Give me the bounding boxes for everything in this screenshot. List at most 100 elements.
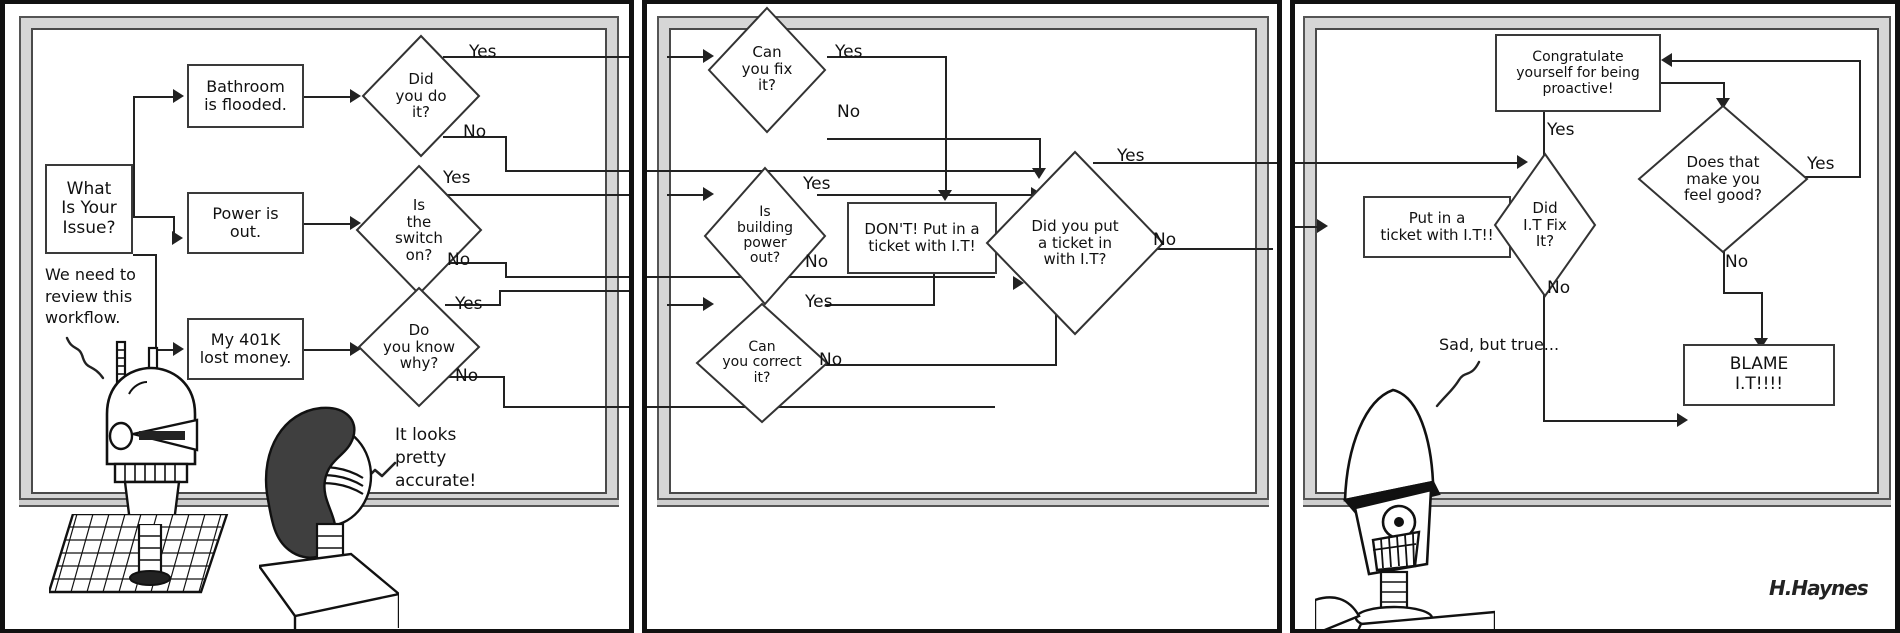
connector [443, 56, 629, 58]
edge-label-yes: Yes [455, 294, 483, 314]
arrowhead [703, 187, 714, 201]
diamond-shape [361, 34, 481, 158]
connector [133, 96, 135, 216]
character-robot-antenna [105, 340, 199, 532]
diamond-shape [1493, 152, 1597, 298]
connector [827, 138, 1041, 140]
connector [1799, 176, 1861, 178]
connector [933, 252, 935, 306]
edge-label-yes: Yes [1807, 154, 1835, 174]
connector [1039, 138, 1041, 174]
arrowhead [173, 89, 184, 103]
decision-can-you-fix-it[interactable]: Can you fix it? [707, 4, 827, 134]
connector [817, 276, 993, 278]
connector [503, 376, 505, 406]
connector [499, 290, 501, 306]
diamond-shape [707, 6, 827, 134]
edge-label-no: No [819, 350, 843, 370]
connector [1543, 110, 1545, 162]
diamond-shape [695, 302, 829, 424]
speech-dark-hair-character: It looks pretty accurate! [395, 425, 477, 491]
node-what-is-your-issue[interactable]: What Is Your Issue? [45, 164, 133, 254]
connector [505, 276, 629, 278]
connector [443, 136, 507, 138]
connector [1055, 304, 1057, 366]
edge-label-yes: Yes [1117, 146, 1145, 166]
connector [1671, 60, 1861, 62]
comic-panel-2: Can you fix it? Is building power out? C… [642, 0, 1282, 633]
arrowhead [1013, 276, 1024, 290]
connector [304, 349, 354, 351]
connector [945, 56, 947, 196]
whiteboard-tray-3 [1303, 498, 1891, 507]
edge-label-no: No [455, 366, 479, 386]
speech-pointer-squiggle [65, 336, 105, 380]
connector [445, 304, 501, 306]
node-bathroom-is-flooded[interactable]: Bathroom is flooded. [187, 64, 304, 128]
connector [1093, 162, 1277, 164]
comic-panel-3: Put in a ticket with I.T!! Did I.T Fix I… [1290, 0, 1900, 633]
connector [443, 262, 507, 264]
connector [505, 262, 507, 276]
diamond-shape [1637, 104, 1809, 254]
decision-can-you-correct-it[interactable]: Can you correct it? [695, 302, 829, 424]
edge-label-yes: Yes [835, 42, 863, 62]
connector [825, 364, 1057, 366]
connector [304, 96, 354, 98]
node-power-is-out[interactable]: Power is out. [187, 192, 304, 254]
connector [155, 254, 157, 349]
robot-stand [129, 524, 171, 586]
edge-label-yes: Yes [443, 168, 471, 188]
connector [817, 194, 1035, 196]
connector [173, 216, 175, 238]
edge-label-no: No [837, 102, 861, 122]
connector [1723, 292, 1763, 294]
connector [133, 96, 175, 98]
comic-panel-1: What Is Your Issue? Bathroom is flooded.… [0, 0, 634, 633]
whiteboard-tray-2 [657, 498, 1269, 507]
speech-pointer-squiggle [1435, 360, 1481, 408]
connector [1723, 250, 1725, 294]
node-401k-lost-money[interactable]: My 401K lost money. [187, 318, 304, 380]
decision-did-you-put-a-ticket-in[interactable]: Did you put a ticket in with I.T? [985, 150, 1165, 336]
connector [1723, 82, 1725, 104]
connector [503, 406, 629, 408]
diamond-shape [703, 166, 827, 306]
connector [133, 254, 157, 256]
arrowhead [350, 216, 361, 230]
arrowhead [1032, 168, 1046, 179]
arrowhead [1517, 155, 1528, 169]
edge-label-no: No [1547, 278, 1571, 298]
node-dont-put-in-a-ticket[interactable]: DON'T! Put in a ticket with I.T! [847, 202, 997, 274]
arrowhead [350, 342, 361, 356]
node-blame-it[interactable]: BLAME I.T!!!! [1683, 344, 1835, 406]
connector [647, 406, 995, 408]
connector [505, 170, 629, 172]
connector [667, 56, 707, 58]
speech-robot-antenna: We need to review this workflow. [45, 265, 136, 328]
connector [1543, 420, 1681, 422]
connector [133, 216, 175, 218]
connector [155, 349, 177, 351]
edge-label-yes: Yes [803, 174, 831, 194]
connector [667, 304, 707, 306]
arrowhead [1716, 98, 1730, 109]
arrowhead [1677, 413, 1688, 427]
edge-label-yes: Yes [469, 42, 497, 62]
decision-does-that-make-you-feel-good[interactable]: Does that make you feel good? [1637, 104, 1809, 254]
decision-did-it-fix-it[interactable]: Did I.T Fix It? [1493, 152, 1597, 298]
connector [827, 56, 947, 58]
arrowhead [172, 231, 183, 245]
edge-label-no: No [1153, 230, 1177, 250]
connector [499, 290, 629, 292]
connector [1761, 292, 1763, 344]
arrowhead [1754, 338, 1768, 349]
connector [437, 194, 629, 196]
node-put-in-a-ticket-with-it[interactable]: Put in a ticket with I.T!! [1363, 196, 1511, 258]
node-congratulate-yourself[interactable]: Congratulate yourself for being proactiv… [1495, 34, 1661, 112]
arrowhead [173, 342, 184, 356]
arrowhead [350, 89, 361, 103]
connector [1295, 162, 1521, 164]
arrowhead [703, 297, 714, 311]
